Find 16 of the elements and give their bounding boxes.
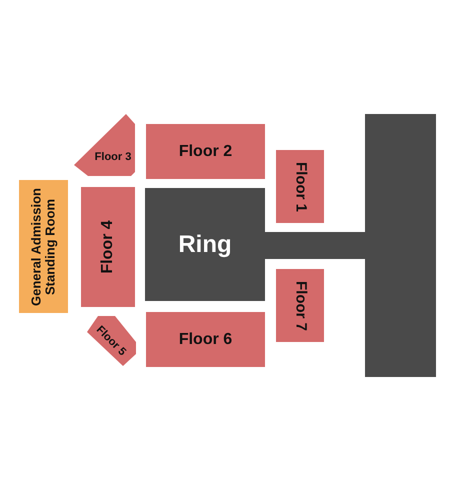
seating-section (81, 187, 135, 307)
section-label: Floor 3 (94, 150, 132, 163)
ring-label: Ring (178, 231, 232, 258)
seating-section (146, 312, 265, 367)
section-label: Floor 4 (99, 220, 117, 274)
section-label: Floor 1 (292, 162, 308, 212)
ring-area (145, 188, 265, 301)
section-label: Floor 2 (178, 142, 232, 160)
section-label: Floor 7 (292, 280, 308, 330)
seating-section (276, 150, 324, 223)
section-label: General Admission Standing Room (29, 188, 58, 306)
seating-section (276, 269, 324, 342)
section-label: Floor 6 (178, 330, 232, 348)
standing-area (19, 180, 68, 313)
seating-section (146, 124, 265, 179)
stage-area (365, 114, 436, 377)
